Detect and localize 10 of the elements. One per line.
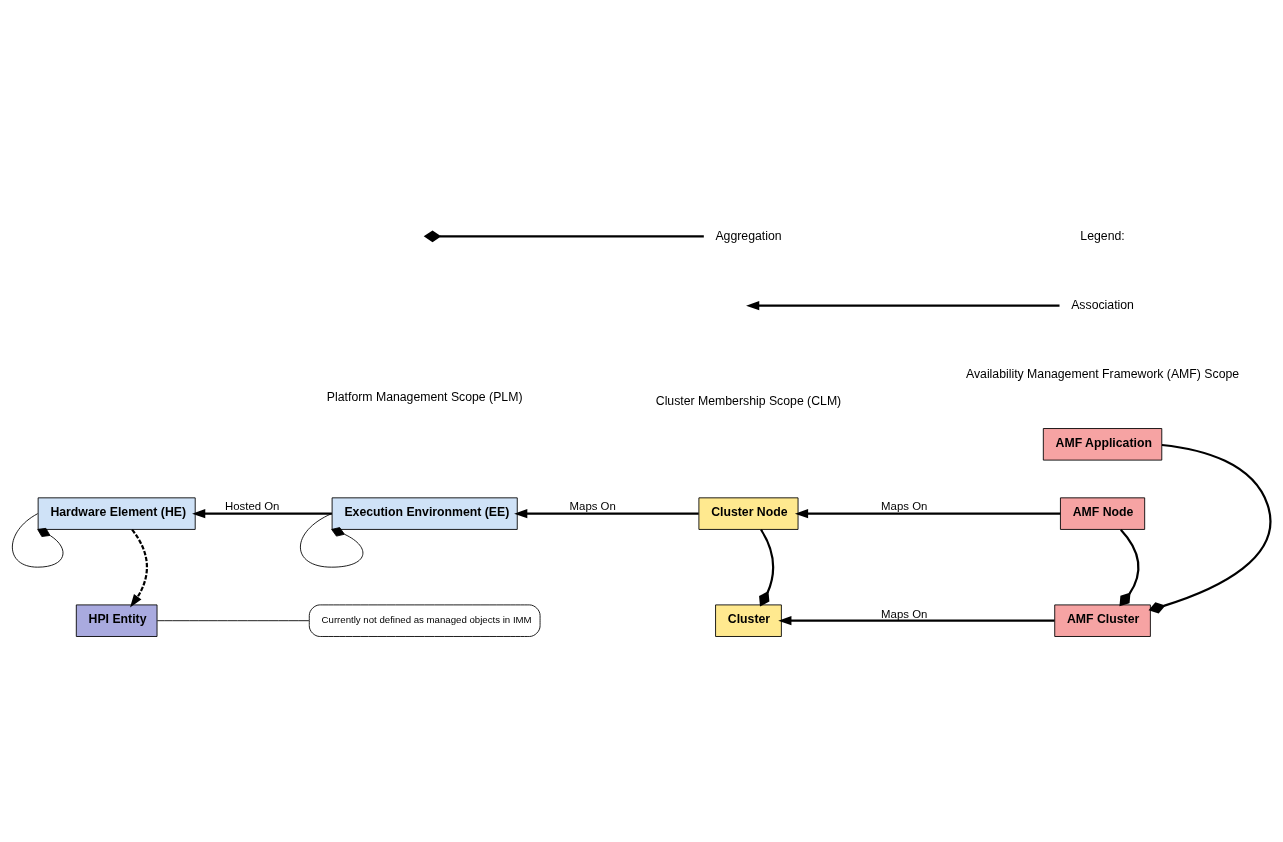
edge-label: Maps On (881, 499, 928, 512)
label: Availability Management Framework (AMF) Scope (965, 366, 1240, 381)
edge-label: Hosted On (225, 499, 280, 512)
legend-label: Aggregation (715, 228, 782, 243)
legend-label: Association (1071, 297, 1134, 312)
edge-label: Maps On (569, 499, 616, 512)
label: Legend: (1080, 228, 1125, 243)
edge-label: Maps On (881, 607, 928, 620)
label: Cluster Membership Scope (CLM) (655, 393, 842, 408)
label: Platform Management Scope (PLM) (326, 389, 523, 404)
